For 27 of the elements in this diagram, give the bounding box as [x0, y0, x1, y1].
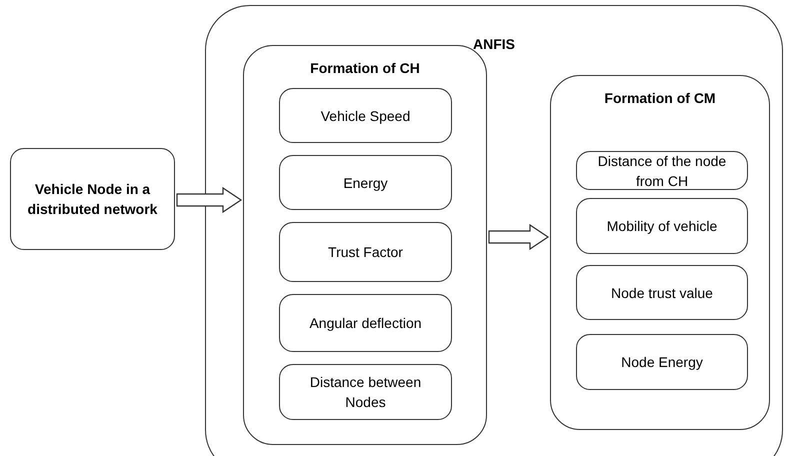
process-box — [576, 265, 748, 320]
box-label: Distance between Nodes — [308, 373, 422, 412]
box-label: Vehicle Node in a distributed network — [26, 180, 158, 219]
box-label: Angular deflection — [309, 314, 422, 333]
block-arrow — [488, 224, 550, 250]
process-box — [576, 334, 748, 390]
box-label: Node Energy — [621, 353, 703, 372]
box-label: Node trust value — [611, 284, 713, 302]
box-label: Distance of the node from CH — [596, 152, 728, 190]
group-box — [550, 75, 770, 430]
box-label: Vehicle Speed — [320, 106, 410, 126]
box-label: Trust Factor — [328, 243, 403, 262]
block-arrow — [176, 186, 242, 214]
process-box — [279, 88, 452, 143]
process-box — [576, 151, 748, 190]
process-box — [279, 222, 452, 282]
process-box — [576, 198, 748, 254]
process-box — [279, 155, 452, 210]
group-title: Formation of CM — [603, 89, 717, 108]
process-box — [10, 148, 175, 250]
process-box — [279, 364, 452, 420]
box-label: Energy — [343, 174, 388, 192]
group-title: ANFIS — [472, 35, 516, 54]
process-box — [279, 294, 452, 352]
group-title: Formation of CH — [309, 59, 421, 78]
group-box — [205, 5, 783, 456]
box-label: Mobility of vehicle — [606, 217, 718, 236]
